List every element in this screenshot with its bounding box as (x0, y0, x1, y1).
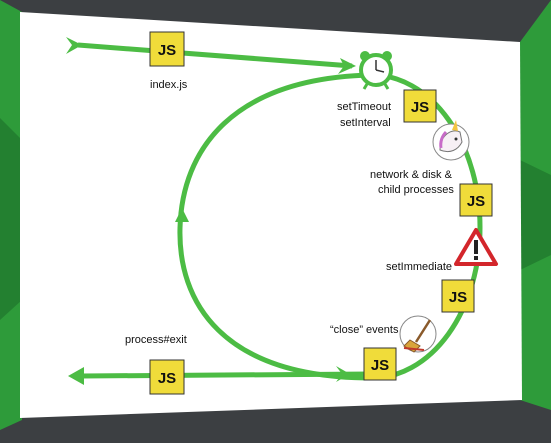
up-arrow-head (175, 208, 189, 222)
js-badge-index: JS (149, 31, 185, 67)
set-interval-label: setInterval (340, 117, 391, 129)
network-label-line1: network & disk & (370, 169, 453, 181)
js-badge-close: JS (363, 347, 397, 381)
js-badge-exit: JS (149, 359, 185, 395)
alarm-clock-icon (359, 51, 393, 90)
svg-text:JS: JS (467, 193, 485, 210)
set-immediate-label: setImmediate (386, 261, 452, 273)
broom-icon (399, 315, 437, 353)
exit-arrow-tail (336, 366, 350, 382)
right-green-shade (520, 160, 551, 270)
process-exit-label: process#exit (125, 334, 187, 346)
slide (20, 12, 522, 418)
entry-arrow-tail (66, 37, 82, 54)
svg-text:JS: JS (158, 42, 176, 59)
js-badge-timers: JS (403, 89, 437, 123)
set-timeout-label: setTimeout (337, 101, 391, 113)
js-badge-immediate: JS (441, 279, 475, 313)
left-green-shade (0, 118, 22, 320)
return-arc (177, 72, 373, 381)
index-js-label: index.js (150, 79, 188, 91)
entry-line (77, 42, 353, 69)
svg-text:JS: JS (411, 99, 429, 116)
close-events-label: “close” events (330, 324, 399, 336)
svg-text:JS: JS (158, 370, 176, 387)
svg-text:JS: JS (371, 357, 389, 374)
svg-text:JS: JS (449, 289, 467, 306)
exit-line (81, 371, 373, 379)
network-label-line2: child processes (378, 184, 454, 196)
js-badge-network: JS (459, 183, 493, 217)
unicorn-icon (432, 120, 470, 161)
entry-arrow-head (338, 58, 356, 74)
warning-sign-icon (454, 228, 498, 266)
exit-arrow-head (68, 367, 84, 385)
